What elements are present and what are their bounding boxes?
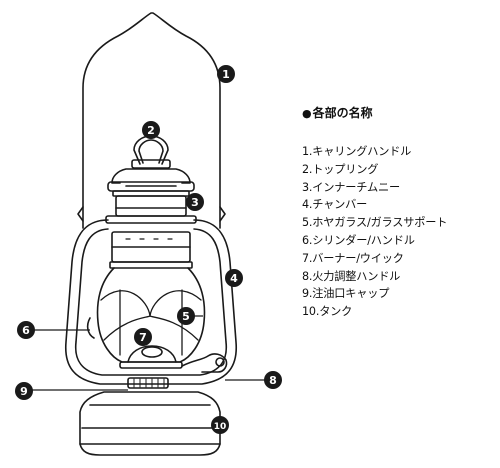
svg-text:4: 4 <box>230 272 238 285</box>
callout-3: 3 <box>186 193 204 211</box>
svg-text:1: 1 <box>222 68 230 81</box>
svg-text:9: 9 <box>20 385 28 398</box>
legend-item: 3.インナーチムニー <box>302 180 400 194</box>
callout-8: 8 <box>264 371 282 389</box>
legend-title: ●各部の名称 <box>302 104 498 121</box>
callout-5: 5 <box>177 307 195 325</box>
svg-text:8: 8 <box>269 374 277 387</box>
svg-text:5: 5 <box>182 310 190 323</box>
callout-4: 4 <box>225 269 243 287</box>
inner-chimney <box>115 195 187 217</box>
callout-7: 7 <box>134 328 152 346</box>
callout-2: 2 <box>142 121 160 139</box>
legend-item: 7.バーナー/ウイック <box>302 251 404 265</box>
callout-10: 10 <box>211 416 229 434</box>
carrying-handle <box>82 12 221 229</box>
burner <box>127 345 177 363</box>
legend-item: 1.キャリングハンドル <box>302 145 412 158</box>
svg-text:6: 6 <box>22 324 30 337</box>
legend-item: 4.チャンバー <box>302 198 368 212</box>
side-tube-hook <box>86 317 95 339</box>
legend-item: 9.注油口キャップ <box>302 287 390 301</box>
svg-text:2: 2 <box>147 124 155 137</box>
callout-9: 9 <box>15 382 33 400</box>
parts-legend: ●各部の名称 1.キャリングハンドル 2.トップリング 3.インナーチムニー 4… <box>302 104 498 321</box>
svg-text:3: 3 <box>191 196 199 209</box>
legend-bullet: ● <box>302 107 312 120</box>
legend-item: 8.火力調整ハンドル <box>302 269 401 283</box>
chamber-frame <box>64 219 238 385</box>
top-cap <box>111 168 191 184</box>
tank <box>79 391 221 456</box>
legend-item: 5.ホヤガラス/ガラスサポート <box>302 216 448 230</box>
legend-item: 6.シリンダー/ハンドル <box>302 233 415 247</box>
fuel-cap <box>127 377 169 389</box>
svg-text:7: 7 <box>139 331 147 344</box>
top-ring-collar <box>131 159 171 169</box>
legend-item: 2.トップリング <box>302 162 379 176</box>
legend-item: 10.タンク <box>302 305 353 319</box>
svg-text:10: 10 <box>214 422 227 432</box>
legend-title-text: 各部の名称 <box>312 106 373 120</box>
legend-list: 1.キャリングハンドル 2.トップリング 3.インナーチムニー 4.チャンバー … <box>302 143 498 321</box>
lantern-illustration <box>64 12 238 456</box>
callout-1: 1 <box>217 65 235 83</box>
adjustment-lever <box>181 353 228 373</box>
callout-6: 6 <box>17 321 35 339</box>
handle-right-hook <box>219 206 226 222</box>
handle-left-hook <box>77 206 84 222</box>
